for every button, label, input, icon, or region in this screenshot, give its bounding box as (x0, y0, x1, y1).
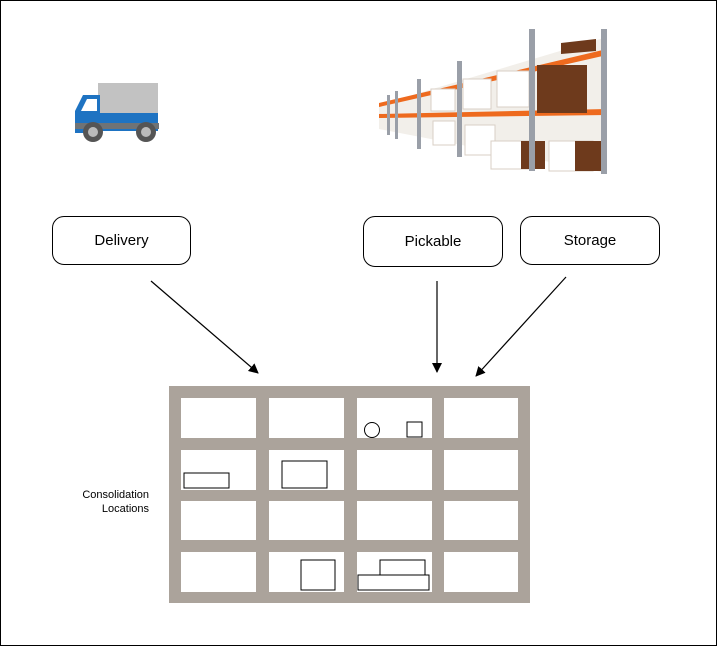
caption-line-1: Consolidation (82, 489, 149, 501)
storage-node: Storage (520, 216, 660, 265)
warehouse-shelves-icon (379, 29, 607, 174)
consolidation-rack (169, 386, 530, 603)
consolidation-locations-caption: Consolidation Locations (41, 488, 149, 516)
caption-line-2: Locations (101, 503, 149, 515)
storage-label: Storage (563, 232, 617, 249)
delivery-node: Delivery (52, 216, 191, 265)
arrow-delivery-to-racks (150, 280, 259, 374)
pickable-node: Pickable (363, 216, 503, 267)
delivery-label: Delivery (94, 232, 149, 249)
pickable-label: Pickable (404, 233, 462, 250)
arrow-storage-to-racks (475, 276, 567, 377)
truck-icon (75, 83, 159, 142)
arrows (150, 276, 567, 377)
stored-items (183, 421, 430, 591)
